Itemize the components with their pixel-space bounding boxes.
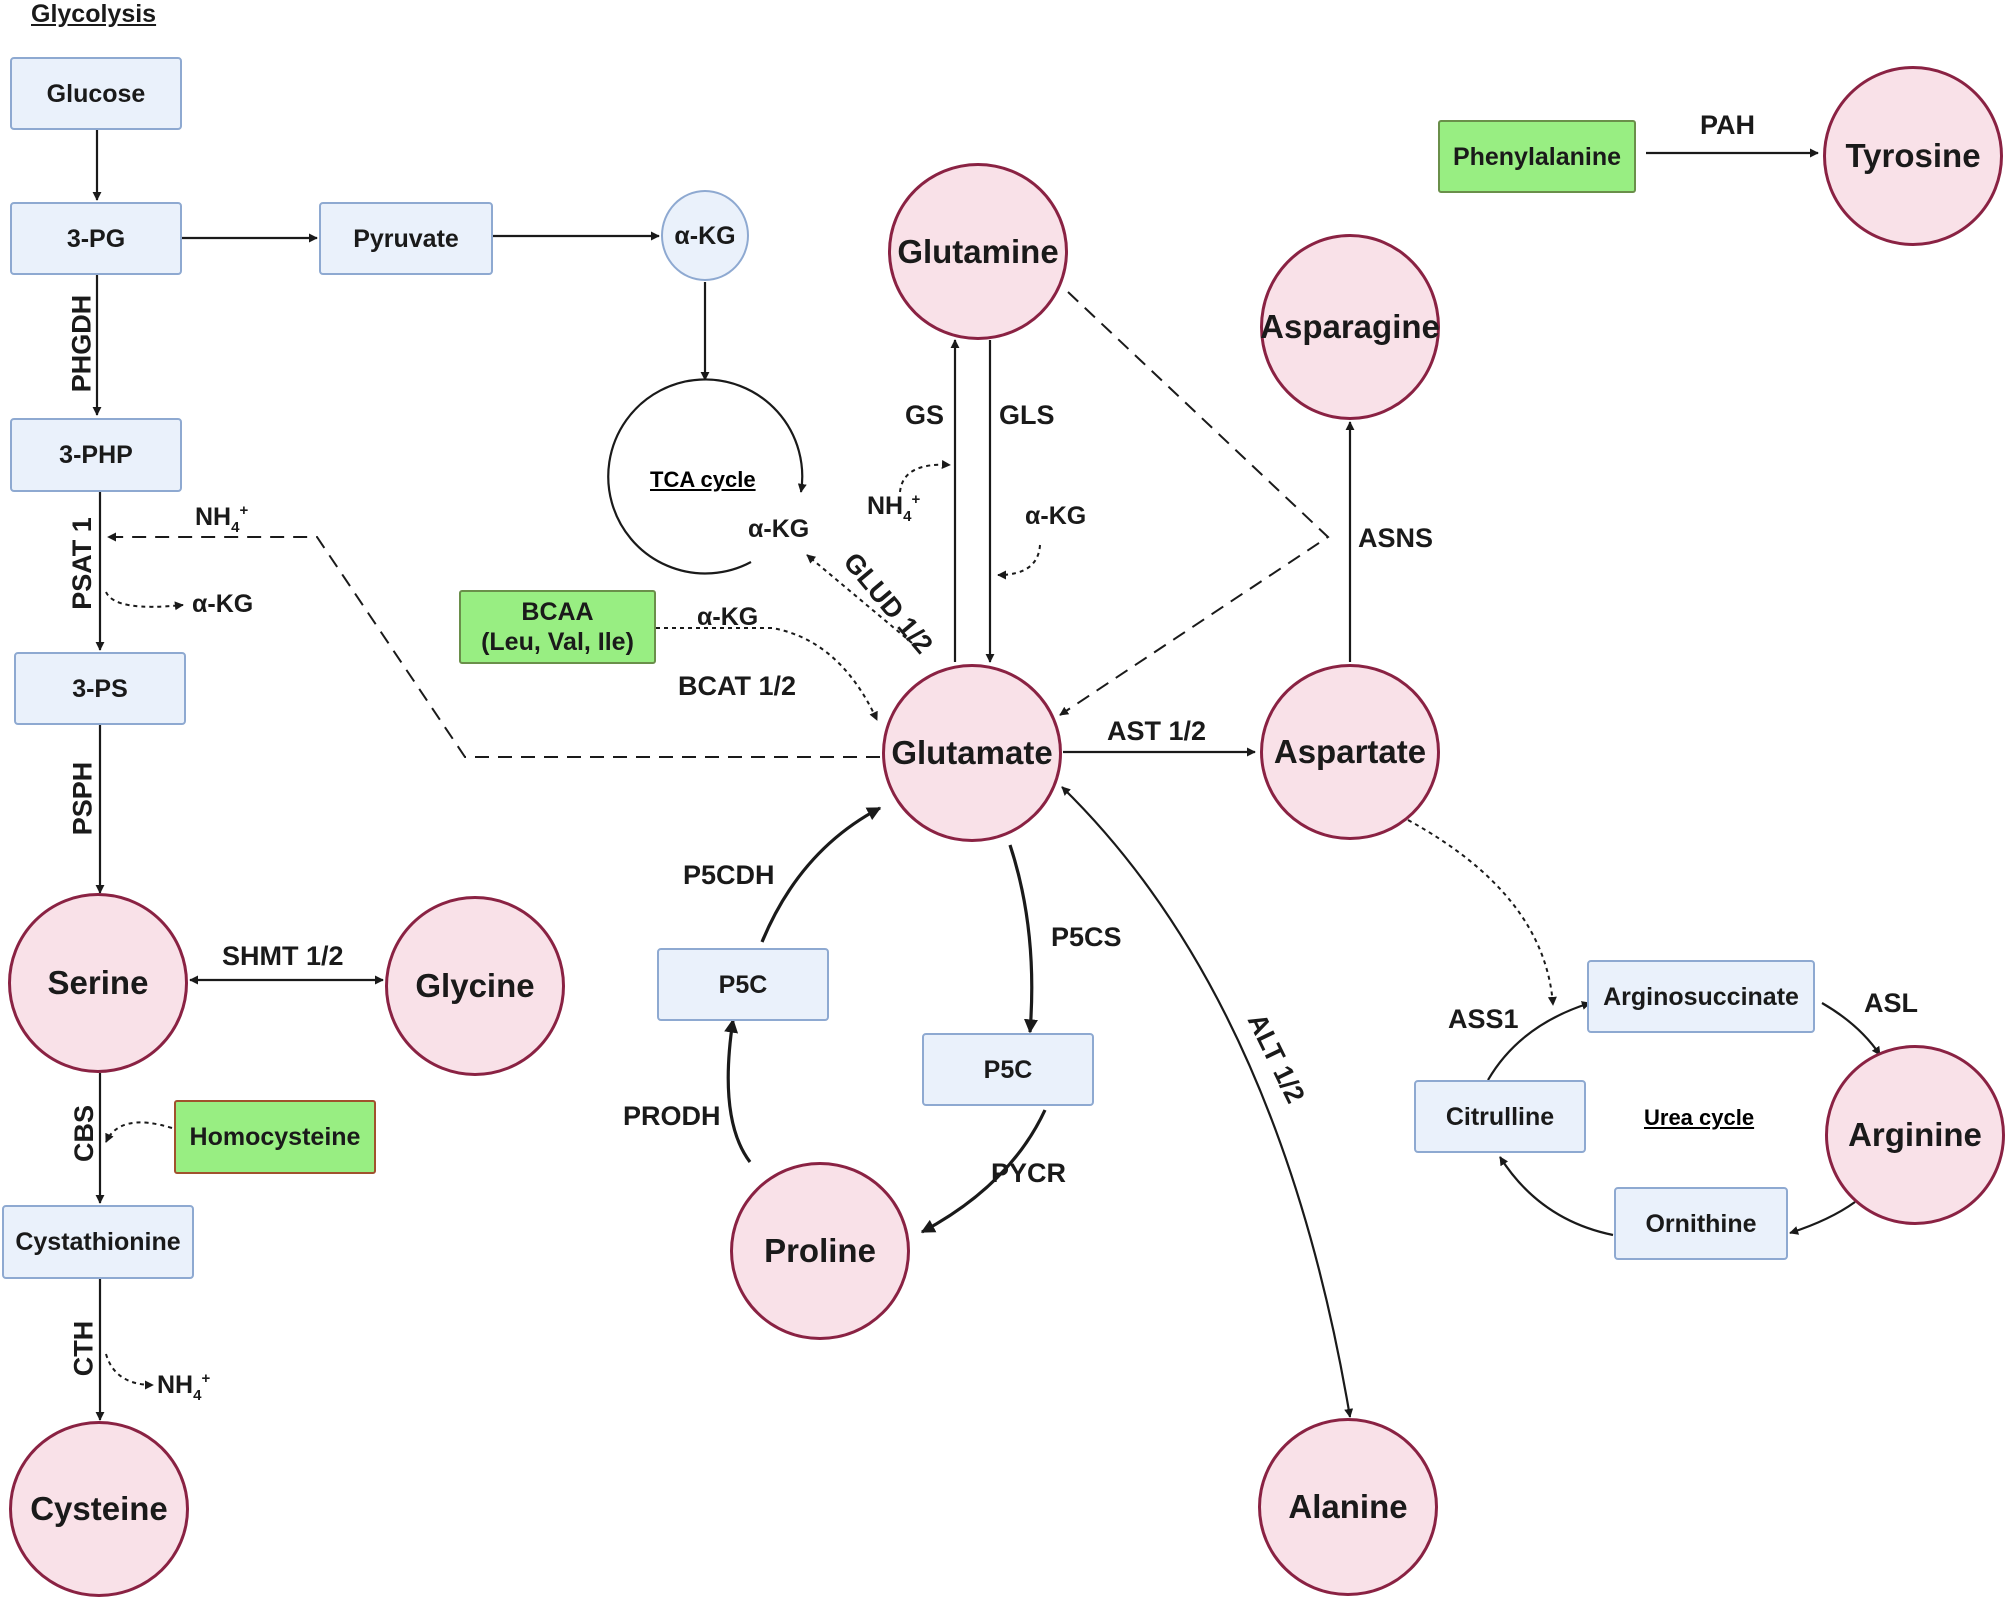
glucose-box: Glucose [10, 57, 182, 130]
enzyme-p5cs: P5CS [1051, 922, 1122, 952]
enzyme-shmt: SHMT 1/2 [222, 941, 344, 971]
dotted-cth-nh4 [105, 1353, 154, 1390]
enzyme-p5cdh: P5CDH [683, 860, 775, 890]
tyrosine-node: Tyrosine [1823, 66, 2003, 246]
arrow-p5cdh [760, 806, 882, 943]
homocysteine-label: Homocysteine [189, 1123, 361, 1151]
enzyme-ass1: ASS1 [1448, 1004, 1519, 1034]
enzyme-pah: PAH [1700, 110, 1756, 140]
nh4-superscript: + [201, 1370, 211, 1387]
dashed-glutamate-3php [107, 532, 880, 758]
bcaa-box: BCAA (Leu, Val, Ile) [459, 590, 656, 664]
nh4-base: NH [157, 1371, 194, 1399]
dotted-bcaa-glutamate [656, 627, 878, 721]
asparagine-node: Asparagine [1260, 234, 1440, 420]
glutamate-node: Glutamate [882, 664, 1062, 842]
enzyme-phgdh: PHGDH [66, 294, 97, 393]
cofactor-akg-psat: α-KG [192, 590, 254, 618]
dotted-psat-akg [105, 591, 184, 611]
arginine-node: Arginine [1825, 1045, 2005, 1225]
nh4-subscript: 4 [193, 1387, 202, 1404]
enzyme-psph: PSPH [67, 761, 98, 836]
enzyme-ast: AST 1/2 [1107, 716, 1207, 746]
arrow-p5cs [1008, 844, 1038, 1034]
enzyme-asns: ASNS [1358, 523, 1434, 553]
arrow-pycr [920, 1109, 1047, 1234]
proline-node: Proline [730, 1162, 910, 1340]
3ps-box: 3-PS [14, 652, 186, 725]
p5c-box-right: P5C [922, 1033, 1094, 1106]
tca-cycle-ring [607, 378, 807, 575]
enzyme-gs: GS [905, 400, 945, 430]
arrow-ornithine-citrulline [1499, 1156, 1614, 1237]
enzyme-cth: CTH [68, 1320, 99, 1377]
3php-box: 3-PHP [10, 418, 182, 492]
glycolysis-title: Glycolysis [31, 0, 157, 28]
arrow-alt [1061, 786, 1354, 1418]
enzyme-cbs: CBS [69, 1104, 100, 1163]
dotted-akg-gls [997, 544, 1041, 580]
dashed-glutamine-glutamate [1059, 291, 1330, 716]
enzyme-asl: ASL [1864, 988, 1918, 1018]
arrow-prodh [724, 1018, 752, 1163]
tca-cycle-label: TCA cycle [650, 467, 756, 492]
phenylalanine-box: Phenylalanine [1438, 120, 1636, 193]
homocysteine-box: Homocysteine [174, 1100, 376, 1174]
alanine-node: Alanine [1258, 1418, 1438, 1596]
nh4-base: NH [867, 492, 904, 520]
nh4-subscript: 4 [903, 508, 912, 525]
nh4-superscript: + [239, 502, 249, 519]
bcaa-label: BCAA [521, 598, 594, 626]
bcaa-members: (Leu, Val, Ile) [481, 628, 634, 656]
urea-cycle-label: Urea cycle [1644, 1105, 1755, 1130]
glycine-node: Glycine [385, 896, 565, 1076]
dotted-glud [806, 554, 913, 644]
p5c-box-left: P5C [657, 948, 829, 1021]
phenylalanine-label: Phenylalanine [1452, 142, 1622, 171]
cofactor-nh4-cth: NH4+ [157, 1370, 211, 1403]
cysteine-node: Cysteine [9, 1421, 189, 1597]
cofactor-akg-bcat: α-KG [697, 603, 759, 631]
arginosuccinate-box: Arginosuccinate [1587, 960, 1815, 1033]
dotted-homocysteine-cbs [105, 1121, 173, 1143]
arrow-ass1 [1487, 1001, 1591, 1081]
dotted-aspartate-urea [1407, 819, 1557, 1006]
dotted-nh4-gs [899, 459, 951, 493]
enzyme-prodh: PRODH [623, 1101, 721, 1131]
arrow-asl [1821, 1002, 1881, 1056]
nh4-superscript: + [911, 491, 921, 508]
cofactor-nh4-gs: NH4+ [867, 491, 921, 524]
glutamine-node: Glutamine [888, 163, 1068, 340]
arrow-arginine-ornithine [1789, 1201, 1856, 1235]
pyruvate-box: Pyruvate [319, 202, 493, 275]
cofactor-akg-gls: α-KG [1025, 502, 1087, 530]
serine-node: Serine [8, 893, 188, 1073]
enzyme-gls: GLS [999, 400, 1055, 430]
enzyme-psat1: PSAT 1 [66, 517, 97, 610]
aspartate-node: Aspartate [1260, 664, 1440, 840]
cystathionine-box: Cystathionine [2, 1205, 194, 1279]
citrulline-box: Citrulline [1414, 1080, 1586, 1153]
akg-node: α-KG [661, 190, 749, 281]
nh4-subscript: 4 [231, 519, 240, 536]
nh4-base: NH [195, 503, 232, 531]
enzyme-bcat: BCAT 1/2 [678, 671, 797, 701]
3pg-box: 3-PG [10, 202, 182, 275]
enzyme-pycr: PYCR [991, 1158, 1067, 1188]
cofactor-akg-tca: α-KG [748, 515, 810, 543]
cofactor-nh4-psat: NH4+ [195, 502, 249, 535]
ornithine-box: Ornithine [1614, 1187, 1788, 1260]
